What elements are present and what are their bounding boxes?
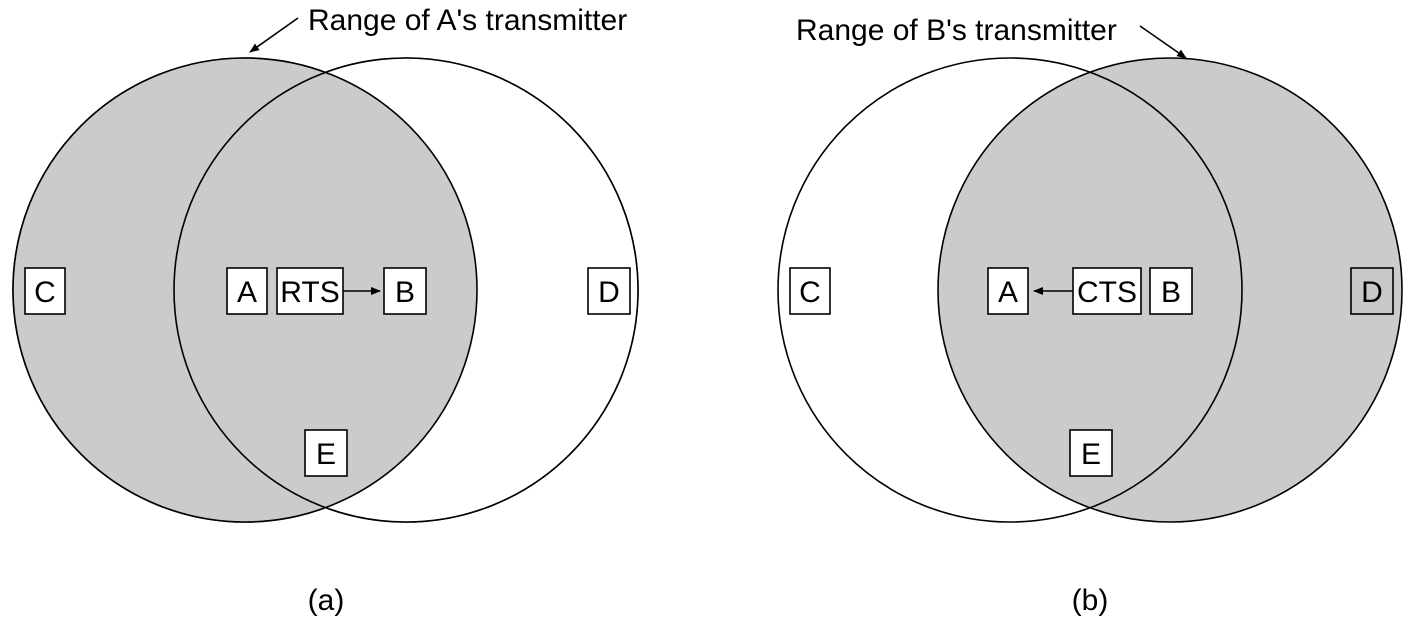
range-circle-a-outline: [777, 57, 1243, 523]
node-d-label: D: [1361, 276, 1383, 309]
node-e-b: E: [1069, 429, 1113, 477]
node-b-b: B: [1149, 267, 1193, 315]
caption-b: (b): [1072, 584, 1109, 617]
range-label-b: Range of B's transmitter: [796, 14, 1117, 47]
node-c-label: C: [34, 276, 56, 309]
node-e-a: E: [304, 429, 348, 477]
node-a-b: A: [987, 267, 1029, 315]
cts-label: CTS: [1077, 276, 1137, 309]
node-e-label: E: [316, 438, 336, 471]
range-label-a: Range of A's transmitter: [308, 4, 627, 37]
panel-b: Range of B's transmitter C A CTS B D: [777, 14, 1403, 617]
panel-a: Range of A's transmitter C A RTS B D: [12, 4, 639, 617]
range-arrow-b: [1139, 25, 1187, 59]
range-arrow-a: [249, 17, 299, 53]
node-e-label: E: [1081, 438, 1101, 471]
node-b-label: B: [395, 276, 415, 309]
node-b-label: B: [1161, 276, 1181, 309]
node-d-b: D: [1350, 267, 1394, 315]
node-d-a: D: [587, 267, 631, 315]
cts-message: CTS: [1072, 267, 1142, 315]
node-d-label: D: [598, 276, 620, 309]
node-c-b: C: [789, 267, 831, 315]
caption-a: (a): [308, 584, 345, 617]
node-a-label: A: [237, 276, 257, 309]
node-a-a: A: [226, 267, 268, 315]
node-c-label: C: [799, 276, 821, 309]
node-a-label: A: [998, 276, 1018, 309]
rts-message: RTS: [276, 267, 344, 315]
node-b-a: B: [383, 267, 427, 315]
rts-label: RTS: [280, 276, 339, 309]
node-c-a: C: [24, 267, 66, 315]
